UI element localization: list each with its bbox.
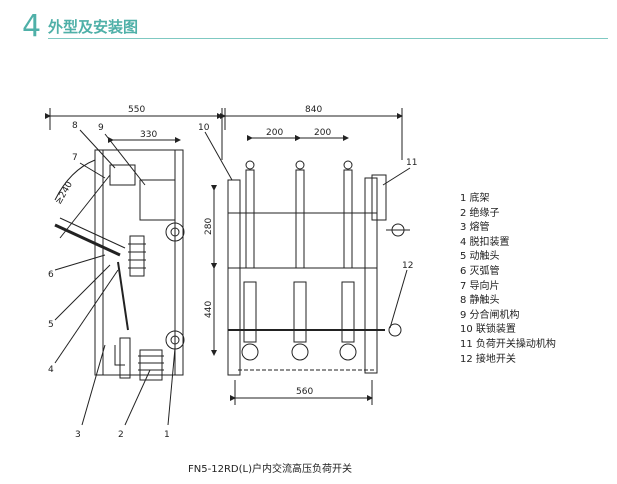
leader-7 (79, 162, 106, 179)
moving-contact-edge (59, 217, 126, 249)
leader-1 (167, 347, 176, 426)
leader-10 (204, 131, 233, 181)
legend-item: 6 灭弧管 (460, 265, 500, 277)
title-rule (48, 38, 608, 39)
callout-1: 1 (164, 430, 170, 440)
static-contact (109, 164, 136, 186)
trip-hook (114, 345, 125, 366)
pivot-hub (170, 227, 180, 237)
operating-mechanism (139, 179, 176, 221)
legend-item: 4 脱扣装置 (460, 236, 510, 248)
legend-item: 2 绝缘子 (460, 207, 500, 219)
dim-label-200a: 200 (266, 128, 283, 138)
callout-12: 12 (402, 261, 413, 271)
callout-11: 11 (406, 158, 417, 168)
dim-label-840: 840 (305, 105, 322, 115)
leader-11 (382, 167, 411, 186)
legend-item: 12 接地开关 (460, 353, 516, 365)
dim-label-440: 440 (204, 301, 214, 318)
callout-5: 5 (48, 320, 54, 330)
section-number: 4 (22, 9, 42, 44)
phase-left (241, 160, 259, 361)
callout-2: 2 (118, 430, 124, 440)
legend-item: 5 动触头 (460, 251, 500, 263)
callout-8: 8 (72, 121, 78, 131)
legend-item: 9 分合闸机构 (460, 309, 520, 321)
side-view: 550 330 ≥240 (45, 105, 226, 381)
callout-leaders (54, 129, 411, 426)
leader-2 (124, 369, 151, 426)
fuse-tube (117, 261, 129, 331)
load-switch-mechanism (371, 174, 387, 221)
dim-label-240: ≥240 (54, 180, 75, 207)
dim-label-560: 560 (296, 387, 313, 397)
base-frame (94, 149, 184, 376)
trip-device (119, 337, 131, 379)
legend-item: 3 熔管 (460, 222, 490, 234)
parts-legend: 1 底架 2 绝缘子 3 熔管 4 脱扣装置 5 动触头 6 灭弧管 7 导向片… (460, 192, 556, 367)
callout-numbers: 1 2 3 4 5 6 7 8 9 10 11 12 (48, 121, 417, 440)
right-frame-post (364, 177, 378, 374)
section-title: 外型及安装图 (48, 18, 139, 36)
dim-label-330: 330 (140, 130, 157, 140)
leader-4 (54, 269, 119, 364)
callout-6: 6 (48, 270, 54, 280)
front-view: 840 200 200 280 440 560 (204, 105, 410, 405)
dim-label-200b: 200 (314, 128, 331, 138)
moving-contact-blade (54, 223, 121, 257)
figure-caption: FN5-12RD(L)户内交流高压负荷开关 (188, 464, 352, 475)
phase-middle (291, 160, 309, 361)
upper-insulator (128, 235, 146, 277)
callout-10: 10 (198, 123, 210, 133)
pivot-wheel (165, 222, 185, 242)
callout-7: 7 (72, 153, 78, 163)
leader-9 (104, 133, 146, 186)
leader-3 (81, 344, 106, 426)
guide-line (59, 174, 111, 239)
leader-6 (54, 254, 106, 271)
earth-handle (388, 323, 402, 337)
phase-right (339, 160, 357, 361)
dim-label-280: 280 (204, 218, 214, 235)
leader-5 (54, 264, 111, 321)
callout-4: 4 (48, 365, 54, 375)
left-frame-post (227, 179, 241, 376)
legend-item: 1 底架 (460, 193, 490, 204)
dim-label-550: 550 (128, 105, 145, 115)
lower-insulator (138, 349, 164, 381)
legend-item: 11 负荷开关操动机构 (460, 338, 556, 350)
lower-hub (170, 335, 180, 345)
legend-item: 10 联锁装置 (460, 324, 516, 336)
angle-arc (54, 159, 96, 201)
callout-9: 9 (98, 123, 104, 133)
legend-item: 8 静触头 (460, 295, 500, 307)
leader-8 (79, 129, 116, 169)
legend-item: 7 导向片 (460, 280, 500, 292)
callout-3: 3 (75, 430, 81, 440)
leader-12 (389, 269, 408, 329)
